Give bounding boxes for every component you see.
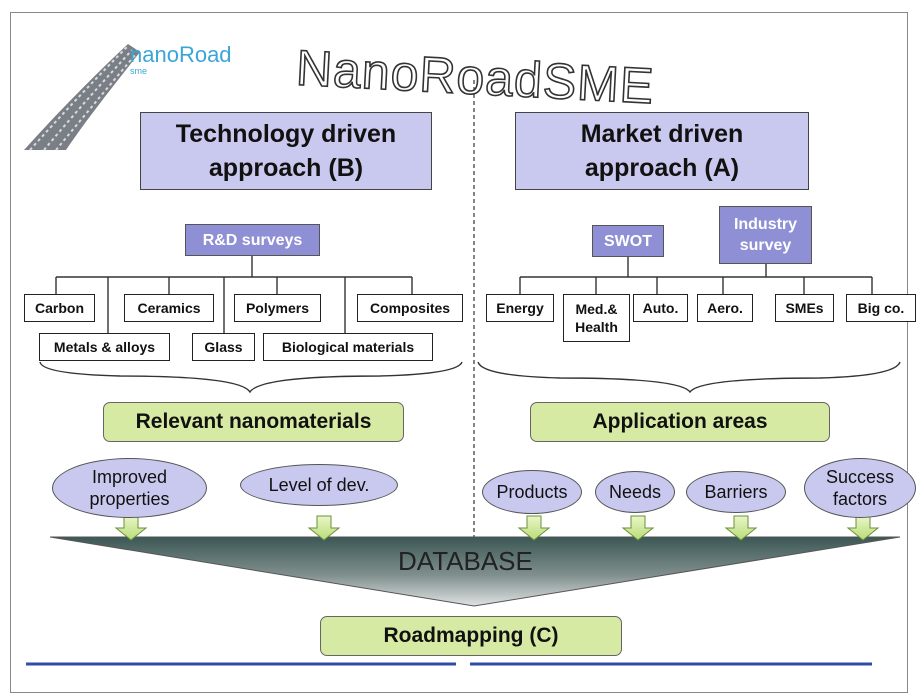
- application-areas-box: Application areas: [530, 402, 830, 442]
- relevant-nanomaterials-box: Relevant nanomaterials: [103, 402, 404, 442]
- down-arrows: [114, 515, 880, 541]
- category-big-co-label: Big co.: [857, 300, 905, 316]
- category-metals-alloys: Metals & alloys: [39, 333, 170, 361]
- market-approach-box: Market driven approach (A): [515, 112, 809, 190]
- category-energy-label: Energy: [496, 300, 544, 316]
- database-label: DATABASE: [398, 546, 533, 576]
- oval-needs-label: Needs: [608, 482, 662, 502]
- logo-name: nanoRoad: [130, 42, 232, 67]
- category-med-health-line2: Health: [575, 319, 618, 335]
- category-glass: Glass: [192, 333, 255, 361]
- logo-road-icon: [24, 44, 140, 151]
- category-auto-label: Auto.: [642, 300, 679, 316]
- oval-needs: Needs: [595, 471, 675, 513]
- category-ceramics: Ceramics: [124, 294, 214, 322]
- oval-barriers: Barriers: [686, 471, 786, 513]
- swot-box: SWOT: [592, 225, 664, 257]
- roadmapping-box: Roadmapping (C): [320, 616, 622, 656]
- technology-approach-box: Technology driven approach (B): [140, 112, 432, 190]
- technology-approach-line2: approach (B): [208, 154, 364, 182]
- database-funnel: [49, 536, 901, 607]
- oval-success-factors-line1: Success: [825, 467, 895, 487]
- technology-approach-line1: Technology driven: [175, 120, 397, 148]
- category-biological-materials: Biological materials: [263, 333, 433, 361]
- category-auto: Auto.: [633, 294, 688, 322]
- category-smes: SMEs: [775, 294, 834, 322]
- oval-improved-properties-line2: properties: [89, 489, 170, 509]
- category-med-health: Med.& Health: [563, 294, 630, 342]
- oval-products: Products: [482, 470, 582, 514]
- industry-survey-line1: Industry: [733, 216, 798, 233]
- category-aero-label: Aero.: [707, 300, 743, 316]
- category-polymers: Polymers: [234, 294, 321, 322]
- oval-barriers-label: Barriers: [704, 482, 768, 502]
- oval-level-of-dev-label: Level of dev.: [268, 475, 370, 495]
- market-approach-line1: Market driven: [580, 120, 744, 148]
- category-med-health-line1: Med.&: [575, 301, 618, 317]
- category-carbon: Carbon: [24, 294, 95, 322]
- swot-label: SWOT: [604, 232, 652, 250]
- category-energy: Energy: [486, 294, 554, 322]
- category-big-co: Big co.: [846, 294, 916, 322]
- industry-survey-box: Industry survey: [719, 206, 812, 264]
- right-tree-lines: [477, 257, 901, 394]
- oval-success-factors-line2: factors: [832, 489, 888, 509]
- market-approach-line2: approach (A): [584, 154, 740, 182]
- oval-improved-properties-line1: Improved: [91, 467, 168, 487]
- category-composites: Composites: [357, 294, 463, 322]
- oval-level-of-dev: Level of dev.: [240, 464, 398, 506]
- category-aero: Aero.: [697, 294, 753, 322]
- left-tree-lines: [39, 256, 463, 394]
- logo-sub: sme: [130, 66, 148, 76]
- industry-survey-line2: survey: [739, 237, 792, 254]
- oval-products-label: Products: [496, 482, 568, 502]
- category-smes-label: SMEs: [785, 300, 824, 316]
- rd-surveys-box: R&D surveys: [185, 224, 320, 256]
